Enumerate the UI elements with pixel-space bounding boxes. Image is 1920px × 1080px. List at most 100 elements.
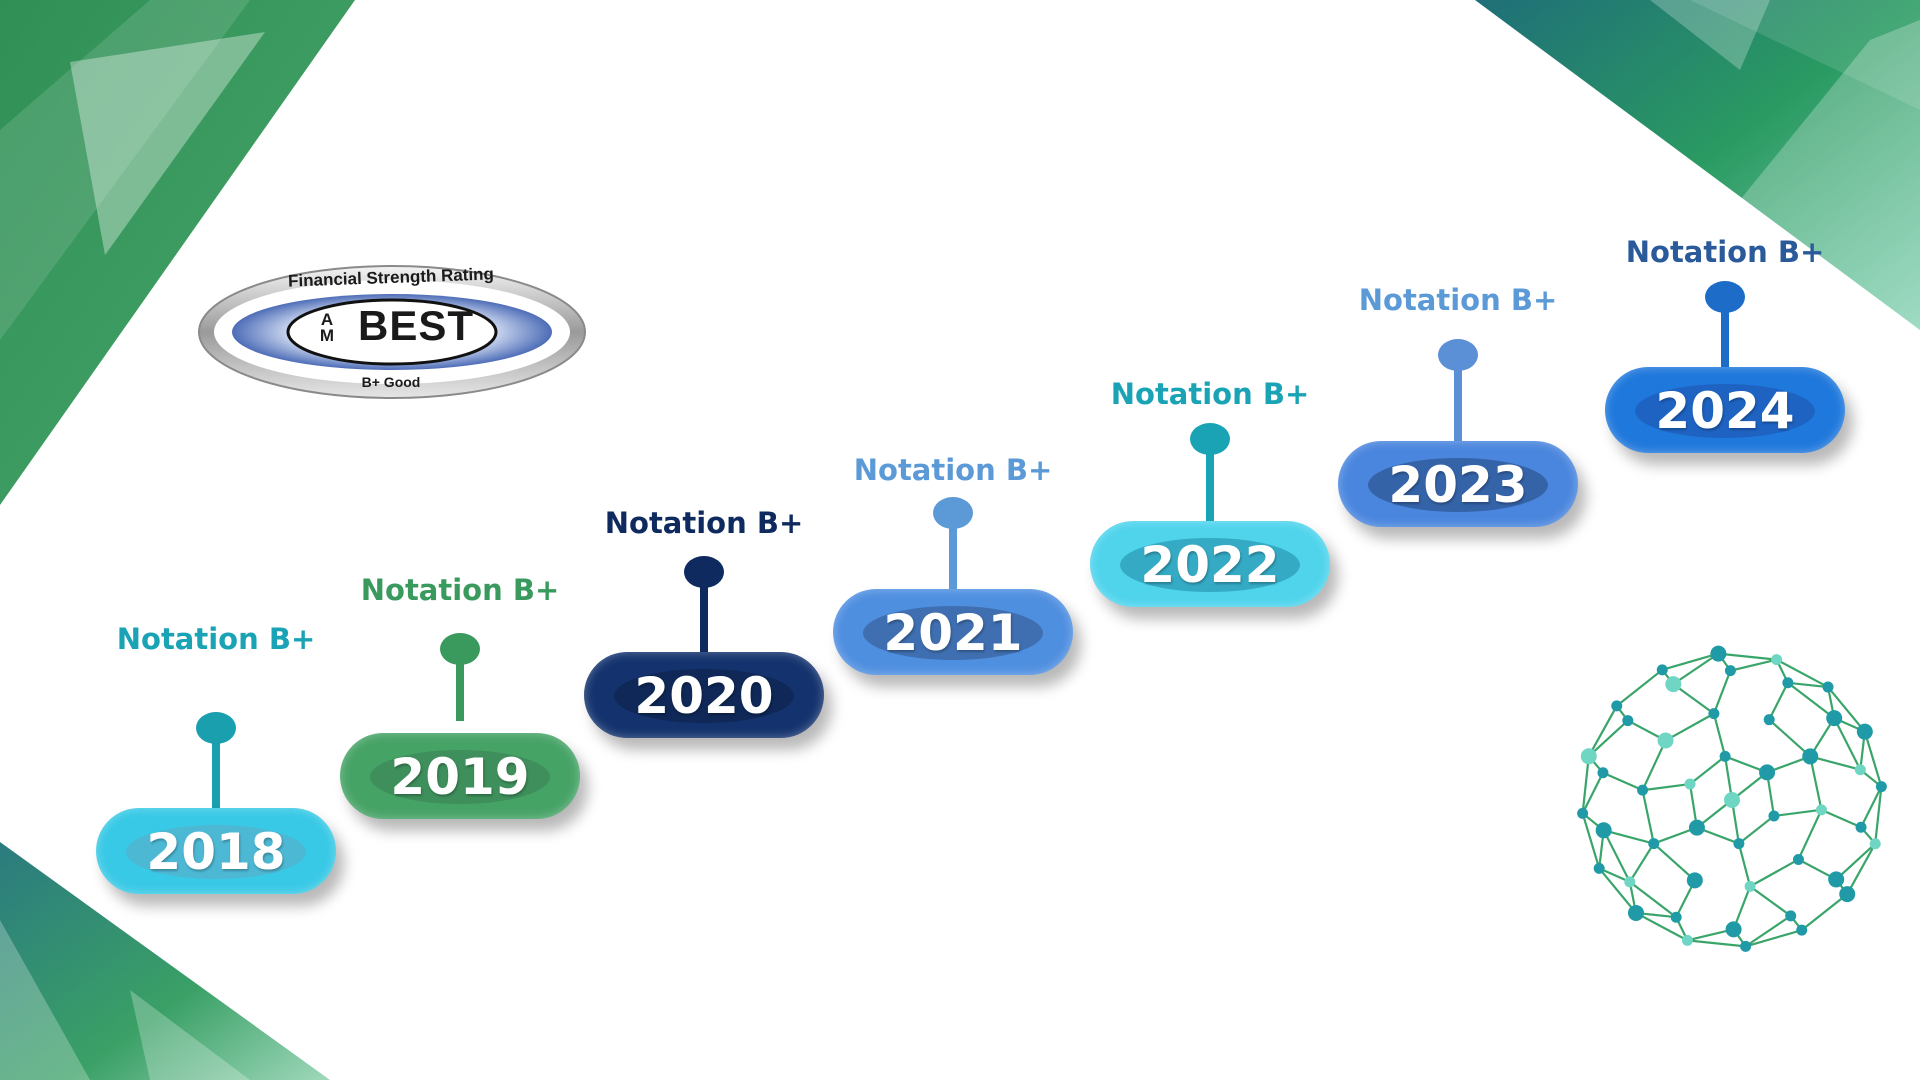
- globe-edge: [1797, 809, 1823, 860]
- pin-head: [1190, 423, 1230, 455]
- globe-node: [1665, 676, 1682, 693]
- pin-head: [1705, 281, 1745, 313]
- globe-node: [1725, 921, 1742, 938]
- globe-node: [1792, 853, 1804, 865]
- globe-edge: [1749, 885, 1792, 917]
- rating-label: Notation B+: [853, 453, 1053, 487]
- globe-node: [1855, 821, 1867, 833]
- globe-node: [1733, 838, 1745, 850]
- globe-edge: [1635, 911, 1688, 942]
- top-left-shape: [0, 0, 355, 505]
- globe-node: [1622, 715, 1634, 727]
- timeline-item-2022: Notation B+ 2022: [1090, 377, 1330, 677]
- globe-node: [1688, 819, 1705, 836]
- globe-node: [1802, 748, 1819, 765]
- globe-edge: [1712, 670, 1732, 714]
- globe-node: [1597, 767, 1609, 779]
- rating-label: Notation B+: [604, 506, 804, 540]
- globe-node: [1627, 904, 1644, 921]
- globe-edge: [1718, 652, 1777, 661]
- rating-label: Notation B+: [116, 622, 316, 656]
- pin-stem: [949, 525, 957, 589]
- globe-node: [1856, 723, 1873, 740]
- globe-edge: [1598, 867, 1637, 914]
- globe-edge: [1603, 829, 1655, 845]
- globe-node: [1684, 778, 1696, 790]
- globe-edge: [1745, 929, 1803, 948]
- globe-node: [1822, 681, 1834, 693]
- rating-label: Notation B+: [1358, 283, 1558, 317]
- year-pill: 2019: [340, 733, 580, 819]
- timeline-item-2021: Notation B+ 2021: [833, 453, 1073, 753]
- timeline-item-2019: Notation B+ 2019: [340, 573, 580, 873]
- globe-node: [1785, 910, 1797, 922]
- globe-edge: [1628, 842, 1655, 883]
- globe-node: [1670, 911, 1682, 923]
- globe-edge: [1749, 858, 1799, 888]
- rating-label: Notation B+: [360, 573, 560, 607]
- globe-edge: [1827, 686, 1866, 733]
- globe-node: [1826, 710, 1843, 727]
- globe-edge: [1846, 843, 1877, 895]
- pin-stem: [1454, 367, 1462, 445]
- pin-stem: [456, 661, 464, 721]
- globe-edge: [1661, 652, 1719, 671]
- timeline-item-2023: Notation B+ 2023: [1338, 283, 1578, 583]
- pin-head: [1438, 339, 1478, 371]
- year-label: 2019: [390, 748, 530, 806]
- globe-edge: [1863, 731, 1883, 787]
- globe-node: [1782, 677, 1794, 689]
- globe-edge: [1616, 668, 1663, 707]
- globe-node: [1771, 654, 1783, 666]
- globe-edge: [1629, 880, 1677, 919]
- globe-node: [1763, 714, 1775, 726]
- globe-node: [1759, 764, 1776, 781]
- globe-node: [1815, 804, 1827, 816]
- globe-node: [1656, 664, 1668, 676]
- year-label: 2022: [1140, 536, 1280, 594]
- globe-edge: [1768, 718, 1811, 758]
- logo-am-text: A M: [319, 310, 335, 345]
- globe-edge: [1801, 893, 1848, 932]
- globe-edge: [1672, 652, 1720, 686]
- am-best-logo: Financial Strength Rating A M BEST B+ Go…: [196, 262, 588, 402]
- year-pill: 2020: [584, 652, 824, 738]
- globe-edge: [1581, 756, 1590, 814]
- year-label: 2024: [1655, 382, 1795, 440]
- globe-edge: [1730, 658, 1777, 672]
- network-globe-icon: [1577, 645, 1887, 952]
- globe-node: [1595, 822, 1612, 839]
- globe-edge: [1602, 829, 1631, 883]
- globe-edge: [1672, 683, 1715, 715]
- globe-edge: [1809, 756, 1823, 811]
- globe-edge: [1641, 789, 1655, 844]
- logo-brand-text: BEST: [357, 302, 474, 349]
- globe-edge: [1776, 658, 1829, 689]
- year-label: 2020: [634, 667, 774, 725]
- globe-edge: [1665, 712, 1715, 742]
- globe-edge: [1768, 682, 1789, 721]
- rating-label: Notation B+: [1625, 235, 1825, 269]
- globe-node: [1708, 708, 1720, 720]
- globe-edge: [1642, 782, 1691, 792]
- globe-node: [1637, 784, 1649, 796]
- globe-edge: [1581, 772, 1604, 814]
- pin-head: [933, 497, 973, 529]
- globe-edge: [1641, 740, 1667, 791]
- timeline-item-2024: Notation B+ 2024: [1605, 235, 1845, 535]
- globe-node: [1839, 886, 1856, 903]
- globe-node: [1681, 934, 1693, 946]
- pin-stem: [700, 584, 708, 654]
- pin-head: [196, 712, 236, 744]
- globe-node: [1710, 645, 1727, 662]
- globe-edge: [1874, 786, 1883, 844]
- year-label: 2018: [146, 823, 286, 881]
- globe-node: [1724, 792, 1740, 808]
- rating-label: Notation B+: [1110, 377, 1310, 411]
- globe-node: [1686, 872, 1703, 889]
- year-label: 2023: [1388, 456, 1528, 514]
- globe-edge: [1787, 681, 1835, 720]
- globe-edge: [1602, 771, 1644, 792]
- globe-node: [1624, 876, 1636, 888]
- year-pill: 2022: [1090, 521, 1330, 607]
